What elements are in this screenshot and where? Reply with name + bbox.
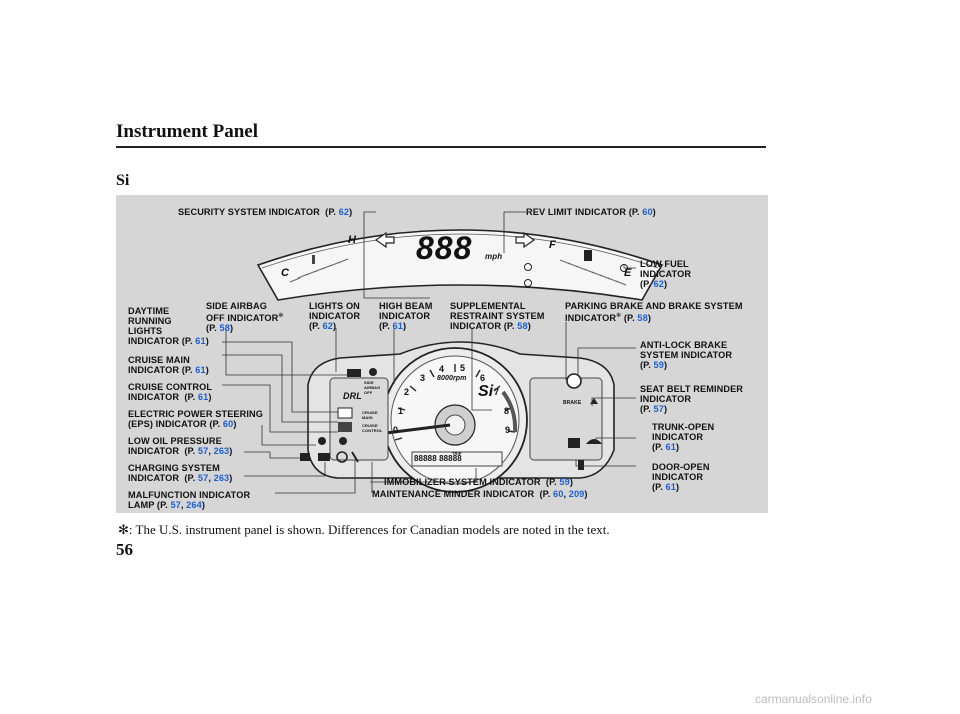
speed-display: 888: [416, 230, 473, 266]
drl-icon-text: DRL: [343, 391, 362, 401]
tach-number: 1: [398, 406, 404, 416]
label-maintenance-minder: MAINTENANCE MINDER INDICATOR (P. 60, 209…: [372, 489, 588, 499]
label-cruise-control: CRUISE CONTROL INDICATOR (P. 61): [128, 382, 213, 402]
section-heading: Si: [116, 172, 130, 189]
footnote-text: : The U.S. instrument panel is shown. Di…: [128, 522, 610, 537]
si-badge: Si: [478, 383, 494, 400]
tach-number: 7: [494, 387, 500, 397]
odometer-display: 88888 88888: [414, 454, 462, 463]
title-rule: [116, 146, 766, 148]
label-cruise-main: CRUISE MAIN INDICATOR (P. 61): [128, 355, 209, 375]
tach-number: 9: [505, 425, 511, 435]
tach-number: 5: [460, 363, 466, 373]
label-eps: ELECTRIC POWER STEERING (EPS) INDICATOR …: [128, 409, 264, 429]
label-immobilizer: IMMOBILIZER SYSTEM INDICATOR (P. 59): [384, 477, 574, 487]
trip-label: TRIP: [452, 451, 462, 456]
temp-hot-mark: H: [348, 234, 357, 246]
page-number: 56: [116, 540, 133, 559]
speed-unit: mph: [485, 252, 503, 261]
cruise-main-icon-text: CRUISE MAIN: [362, 410, 378, 420]
tach-redline-label: 8000rpm: [437, 375, 467, 382]
label-rev-limit: REV LIMIT INDICATOR (P. 60): [526, 207, 656, 217]
label-malfunction-lamp: MALFUNCTION INDICATOR LAMP (P. 57, 264): [128, 490, 251, 510]
label-low-oil-pressure: LOW OIL PRESSURE INDICATOR (P. 57, 263): [128, 436, 233, 456]
temp-cold-mark: C: [281, 267, 290, 279]
fuel-empty-mark: E: [624, 267, 632, 279]
tach-number: 0: [393, 425, 399, 435]
tach-number: 2: [404, 387, 410, 397]
footnote: ✻: The U.S. instrument panel is shown. D…: [118, 522, 610, 538]
label-security-system: SECURITY SYSTEM INDICATOR (P. 62): [178, 207, 353, 217]
tach-number: 3: [420, 373, 426, 383]
label-parking-brake: PARKING BRAKE AND BRAKE SYSTEM INDICATOR…: [565, 301, 743, 324]
watermark: carmanualsonline.info: [755, 692, 872, 706]
tach-number: 4: [439, 364, 445, 374]
airbag-icon-text: SIDE AIRBAG OFF: [364, 380, 381, 395]
tach-number: 6: [480, 373, 486, 383]
label-charging-system: CHARGING SYSTEM INDICATOR (P. 57, 263): [128, 463, 233, 483]
brake-icon-text: BRAKE: [563, 400, 582, 406]
cruise-control-icon-text: CRUISE CONTROL: [362, 423, 383, 433]
tach-number: 8: [504, 406, 510, 416]
fuel-full-mark: F: [549, 239, 556, 251]
footnote-mark: ✻: [118, 522, 129, 537]
page-title: Instrument Panel: [116, 121, 258, 142]
